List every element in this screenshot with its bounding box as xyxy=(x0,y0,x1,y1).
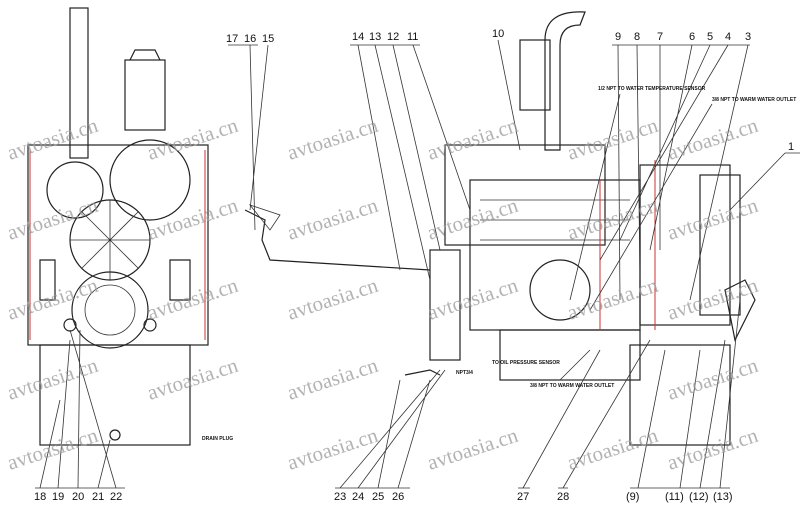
callout: 9 xyxy=(615,31,621,43)
watermark-text: avtoasia.cn xyxy=(424,423,521,475)
front-view-engine xyxy=(27,7,209,446)
watermark-text: avtoasia.cn xyxy=(284,353,381,405)
callout: 19 xyxy=(52,491,64,503)
watermark-text: avtoasia.cn xyxy=(564,193,661,245)
watermark-text: avtoasia.cn xyxy=(4,273,101,325)
watermark-text: avtoasia.cn xyxy=(284,113,381,165)
callout: (9) xyxy=(626,491,639,503)
throttle-linkage xyxy=(244,204,431,271)
callout: (12) xyxy=(689,491,709,503)
watermark-text: avtoasia.cn xyxy=(144,193,241,245)
callout: 6 xyxy=(689,31,695,43)
watermark-text: avtoasia.cn xyxy=(284,193,381,245)
side-view-engine xyxy=(404,11,756,446)
watermark-text: avtoasia.cn xyxy=(4,113,101,165)
watermark-text: avtoasia.cn xyxy=(564,423,661,475)
annotation-notes: 1/2 NPT TO WATER TEMPERATURE SENSOR 3/8 … xyxy=(202,86,796,442)
watermark-text: avtoasia.cn xyxy=(284,273,381,325)
callout: 1 xyxy=(788,141,794,153)
callout: 15 xyxy=(262,33,274,45)
callout: 13 xyxy=(369,31,381,43)
callout: 24 xyxy=(352,491,364,503)
watermark-text: avtoasia.cn xyxy=(664,423,761,475)
callout: 17 xyxy=(226,33,238,45)
callout: 25 xyxy=(372,491,384,503)
watermark-text: avtoasia.cn xyxy=(4,193,101,245)
watermark-text: avtoasia.cn xyxy=(664,353,761,405)
callout: 27 xyxy=(517,491,529,503)
callout: 20 xyxy=(72,491,84,503)
callout: 18 xyxy=(34,491,46,503)
watermark-text: avtoasia.cn xyxy=(144,353,241,405)
callout: 26 xyxy=(392,491,404,503)
callout: 4 xyxy=(725,31,731,43)
callout: (13) xyxy=(713,491,733,503)
note-warm-outlet-bottom: 3/8 NPT TO WARM WATER OUTLET xyxy=(530,383,614,389)
watermark-text: avtoasia.cn xyxy=(284,423,381,475)
watermark-text: avtoasia.cn xyxy=(564,113,661,165)
callout: 11 xyxy=(407,31,418,43)
callouts-top: 17 16 15 14 13 12 11 10 9 8 7 6 5 4 3 1 xyxy=(226,28,794,153)
callout: 21 xyxy=(92,491,104,503)
watermark-text: avtoasia.cn xyxy=(564,273,661,325)
callout: 3 xyxy=(745,31,751,43)
watermark-text: avtoasia.cn xyxy=(664,113,761,165)
note-water-temp: 1/2 NPT TO WATER TEMPERATURE SENSOR xyxy=(598,86,706,92)
leader-lines xyxy=(35,39,800,489)
callout: 28 xyxy=(557,491,569,503)
callout: 7 xyxy=(657,31,663,43)
watermark-text: avtoasia.cn xyxy=(144,113,241,165)
callout: 16 xyxy=(244,33,256,45)
callouts-bottom: 18 19 20 21 22 23 24 25 26 27 28 (9) (11… xyxy=(34,491,733,503)
watermark-text: avtoasia.cn xyxy=(4,353,101,405)
watermark-text: avtoasia.cn xyxy=(424,273,521,325)
watermark-text: avtoasia.cn xyxy=(424,193,521,245)
callout: 23 xyxy=(334,491,346,503)
watermark-text: avtoasia.cn xyxy=(144,273,241,325)
callout: (11) xyxy=(665,491,684,503)
callout: 10 xyxy=(492,28,504,40)
note-drain: DRAIN PLUG xyxy=(202,436,233,442)
note-npt: NPT3/4 xyxy=(456,370,473,376)
note-warm-outlet-top: 3/8 NPT TO WARM WATER OUTLET xyxy=(712,97,796,103)
note-oil-pressure: TO OIL PRESSURE SENSOR xyxy=(492,360,560,366)
callout: 5 xyxy=(707,31,713,43)
callout: 14 xyxy=(352,31,364,43)
callout: 12 xyxy=(387,31,399,43)
callout: 8 xyxy=(634,31,640,43)
callout: 22 xyxy=(110,491,122,503)
